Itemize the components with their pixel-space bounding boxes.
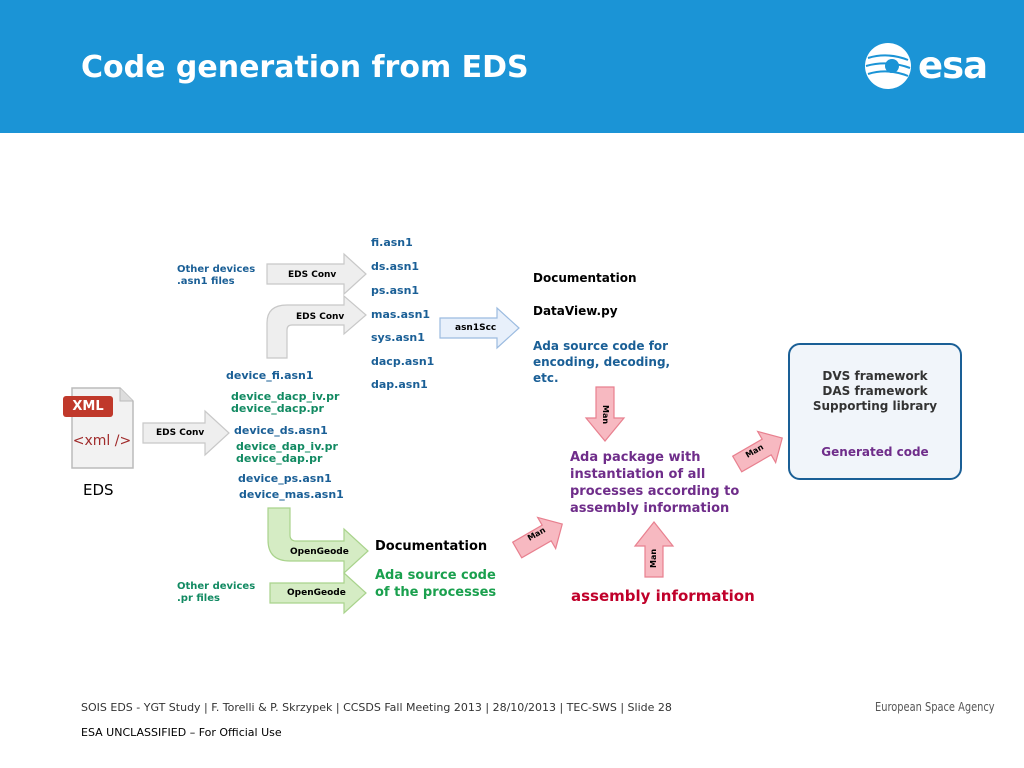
asn1-file: dacp.asn1: [371, 355, 435, 368]
eds-conv-top-arrow: [266, 252, 367, 296]
other-pr-line1: Other devices: [177, 581, 256, 592]
asn1scc-documentation: Documentation: [533, 271, 637, 285]
opengeode-bend-arrow: [267, 507, 369, 575]
asn1-file: mas.asn1: [371, 308, 431, 321]
asn1scc-label: asn1Scc: [455, 323, 497, 333]
other-pr-line2: .pr files: [177, 593, 220, 604]
footer-citation: SOIS EDS - YGT Study | F. Torelli & P. S…: [81, 701, 672, 714]
eds-label: EDS: [83, 481, 114, 499]
esa-logo-text: esa: [918, 44, 988, 87]
asn1-file: fi.asn1: [371, 236, 413, 249]
dvs-framework: DVS framework: [822, 369, 928, 383]
other-asn1-line2: .asn1 files: [177, 276, 235, 287]
manual-arrow-down: [584, 386, 626, 442]
opengeode-straight-arrow: [269, 571, 367, 615]
eds-conv-mid-label: EDS Conv: [296, 312, 345, 322]
device-file: device_ps.asn1: [238, 472, 332, 485]
opengeode-straight-label: OpenGeode: [287, 588, 346, 598]
agency-name: European Space Agency: [875, 700, 995, 714]
supporting-library: Supporting library: [812, 399, 938, 413]
asn1-file: ds.asn1: [371, 260, 420, 273]
asn1scc-arrow: [439, 306, 520, 350]
eds-conv-top-label: EDS Conv: [288, 270, 337, 280]
eds-conv-mid-arrow: [266, 294, 367, 359]
other-asn1-line1: Other devices: [177, 264, 256, 275]
manual-arrow-diag-left: [511, 516, 563, 559]
manual-label-down: Man: [601, 405, 610, 425]
ada-package-line1: Ada package with: [570, 450, 701, 465]
device-file: device_dap_iv.pr: [236, 440, 338, 453]
das-framework: DAS framework: [822, 384, 928, 398]
xml-file-icon: [63, 387, 134, 469]
device-file: device_mas.asn1: [239, 488, 344, 501]
esa-globe-icon: [865, 43, 911, 89]
device-file: device_dacp_iv.pr: [231, 390, 340, 403]
device-file: device_dacp.pr: [231, 402, 324, 415]
eds-conv-main-label: EDS Conv: [156, 428, 205, 438]
assembly-information: assembly information: [571, 587, 755, 605]
asn1-file: dap.asn1: [371, 378, 428, 391]
asn1-file: sys.asn1: [371, 331, 425, 344]
header-bar: [0, 0, 1024, 133]
ada-encoding-line2: encoding, decoding,: [533, 355, 671, 369]
xml-glyph: <xml />: [72, 433, 132, 449]
code-generation-diagram: [63, 252, 887, 615]
opengeode-documentation: Documentation: [375, 539, 488, 554]
ada-package-line3: processes according to: [570, 484, 740, 499]
asn1-file: ps.asn1: [371, 284, 420, 297]
slide-title: Code generation from EDS: [81, 50, 529, 85]
manual-arrow-up: [633, 521, 675, 578]
ada-package-line4: assembly information: [570, 501, 730, 516]
manual-arrow-diag-right: [731, 430, 783, 473]
device-file: device_dap.pr: [236, 452, 323, 465]
generated-code: Generated code: [821, 445, 929, 459]
ada-package-line2: instantiation of all: [570, 467, 706, 482]
eds-conv-main-arrow: [142, 409, 230, 457]
dataview-py: DataView.py: [533, 304, 618, 318]
manual-label-up: Man: [649, 548, 658, 568]
framework-box: [788, 343, 962, 480]
footer-classification: ESA UNCLASSIFIED – For Official Use: [81, 726, 282, 739]
ada-encoding-line3: etc.: [533, 371, 559, 385]
ada-processes-line2: of the processes: [375, 585, 497, 600]
xml-badge: XML: [72, 399, 104, 414]
ada-encoding-line1: Ada source code for: [533, 339, 669, 353]
device-file: device_fi.asn1: [226, 369, 314, 382]
ada-processes-line1: Ada source code: [375, 568, 496, 583]
opengeode-bend-label: OpenGeode: [290, 547, 349, 557]
device-file: device_ds.asn1: [234, 424, 328, 437]
